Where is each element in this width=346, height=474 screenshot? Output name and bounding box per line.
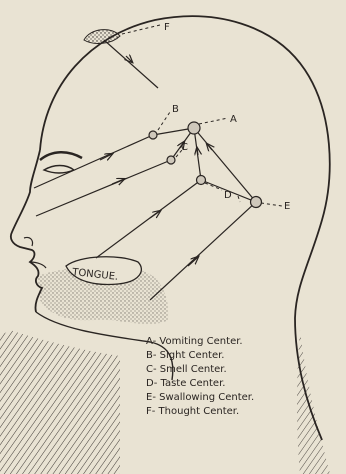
legend: A- Vomiting Center. B- Sight Center. C- … — [146, 336, 254, 417]
legend-item-c: C- Smell Center. — [146, 364, 227, 375]
node-c-smell — [167, 156, 175, 164]
legend-item-b: B- Sight Center. — [146, 350, 224, 361]
label-f: F — [164, 22, 170, 33]
path-mouth-to-d — [96, 180, 201, 258]
node-d-taste — [197, 176, 206, 185]
nostril — [24, 237, 33, 246]
path-tongue-arrow — [188, 257, 198, 266]
path-f-down — [104, 40, 158, 88]
neck-hatching-right — [297, 330, 330, 474]
path-tongue-to-e — [150, 202, 256, 300]
path-nose-to-c — [36, 160, 171, 216]
legend-item-a: A- Vomiting Center. — [146, 336, 243, 347]
path-mouth-arrow — [150, 211, 160, 218]
path-eye-arrow — [100, 154, 112, 160]
legend-item-d: D- Taste Center. — [146, 378, 225, 389]
path-nose-arrow — [112, 179, 124, 184]
label-d: D — [224, 190, 232, 201]
label-b: B — [172, 104, 179, 115]
center-nodes — [149, 122, 262, 208]
label-e: E — [284, 201, 290, 212]
node-e-swallowing — [251, 197, 262, 208]
path-eye-to-b — [34, 135, 153, 188]
legend-item-e: E- Swallowing Center. — [146, 392, 254, 403]
neck-hatching-left — [0, 330, 120, 474]
legend-item-f: F- Thought Center. — [146, 406, 239, 417]
node-a-vomiting — [188, 122, 200, 134]
nerve-paths — [34, 40, 256, 300]
path-e-arrow — [207, 144, 212, 150]
face-profile — [11, 150, 42, 312]
label-c: C — [181, 142, 188, 153]
node-b-sight — [149, 131, 157, 139]
eyebrow — [40, 152, 82, 160]
label-a: A — [230, 114, 237, 125]
thought-center-region — [84, 30, 120, 44]
